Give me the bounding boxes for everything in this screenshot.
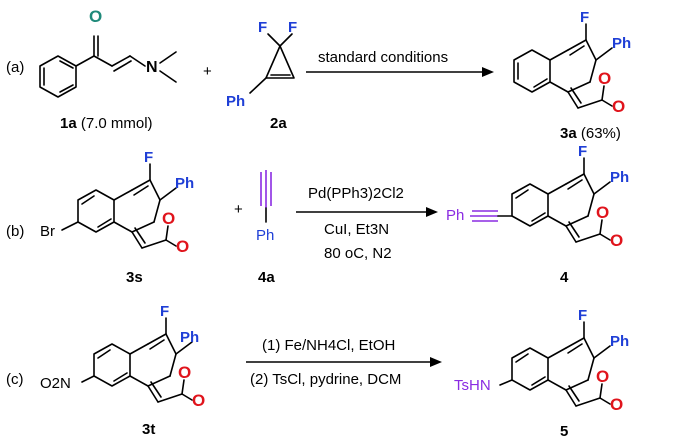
4-ring-O: O <box>596 203 609 222</box>
4-carbonyl-O: O <box>610 231 623 250</box>
3t-carbonyl-O: O <box>192 391 205 410</box>
panel-c: (c) O2N F Ph O O 3t <box>6 303 629 440</box>
conditions-c-top: (1) Fe/NH4Cl, EtOH <box>262 337 395 354</box>
conditions-b-bottom: 80 oC, N2 <box>324 245 392 262</box>
conditions-b-top: Pd(PPh3)2Cl2 <box>308 185 404 202</box>
3t-ring-O: O <box>178 363 191 382</box>
3s-Ph: Ph <box>175 175 194 192</box>
1a-carbonyl-O: O <box>89 7 102 26</box>
compound-3t-structure <box>81 317 193 403</box>
conditions-c-bottom: (2) TsCl, pydrine, DCM <box>250 371 401 388</box>
4-F: F <box>578 143 587 160</box>
5-ring-O: O <box>596 367 609 386</box>
3s-ring-O: O <box>162 209 175 228</box>
3a-F: F <box>580 9 589 26</box>
compound-3s-label: 3s <box>126 269 143 286</box>
compound-4a-structure <box>260 170 272 223</box>
compound-2a-label: 2a <box>270 115 287 132</box>
panel-b-label: (b) <box>6 223 24 240</box>
3s-F: F <box>144 149 153 166</box>
1a-amine-N: N <box>146 59 158 76</box>
5-TsHN: TsHN <box>454 377 491 394</box>
3a-Ph: Ph <box>612 35 631 52</box>
panel-b: (b) Br F Ph O O 3s + <box>6 143 629 286</box>
panel-a: (a) O N 1a (7.0 mmol) + <box>6 7 631 142</box>
5-F: F <box>578 307 587 324</box>
compound-1a-label: 1a (7.0 mmol) <box>60 115 153 132</box>
4-Ph-blue: Ph <box>610 169 629 186</box>
3s-Br: Br <box>40 223 55 240</box>
3t-O2N: O2N <box>40 375 71 392</box>
2a-F-left: F <box>258 19 267 36</box>
conditions-a: standard conditions <box>318 49 448 66</box>
plus-sign-b: + <box>234 201 243 218</box>
conditions-b-mid: CuI, Et3N <box>324 221 389 238</box>
compound-4-label: 4 <box>560 269 569 286</box>
2a-F-right: F <box>288 19 297 36</box>
2a-Ph: Ph <box>226 93 245 110</box>
5-carbonyl-O: O <box>610 395 623 414</box>
compound-5-structure <box>499 321 611 407</box>
4-Ph: Ph <box>446 207 464 224</box>
4a-Ph: Ph <box>256 227 274 244</box>
3s-carbonyl-O: O <box>176 237 189 256</box>
compound-3t-label: 3t <box>142 421 155 438</box>
compound-3s-structure <box>61 163 177 249</box>
3a-carbonyl-O: O <box>612 97 625 116</box>
compound-3a-label: 3a (63%) <box>560 125 621 142</box>
5-Ph: Ph <box>610 333 629 350</box>
plus-sign-a: + <box>203 63 212 80</box>
compound-5-label: 5 <box>560 423 568 440</box>
panel-c-label: (c) <box>6 371 24 388</box>
compound-3a-structure <box>513 23 613 109</box>
3a-ring-O: O <box>598 69 611 88</box>
3t-F: F <box>160 303 169 320</box>
compound-2a-structure <box>249 33 295 94</box>
compound-1a-structure <box>39 35 177 98</box>
panel-a-label: (a) <box>6 59 24 76</box>
compound-4-structure <box>470 157 611 243</box>
compound-4a-label: 4a <box>258 269 275 286</box>
3t-Ph: Ph <box>180 329 199 346</box>
